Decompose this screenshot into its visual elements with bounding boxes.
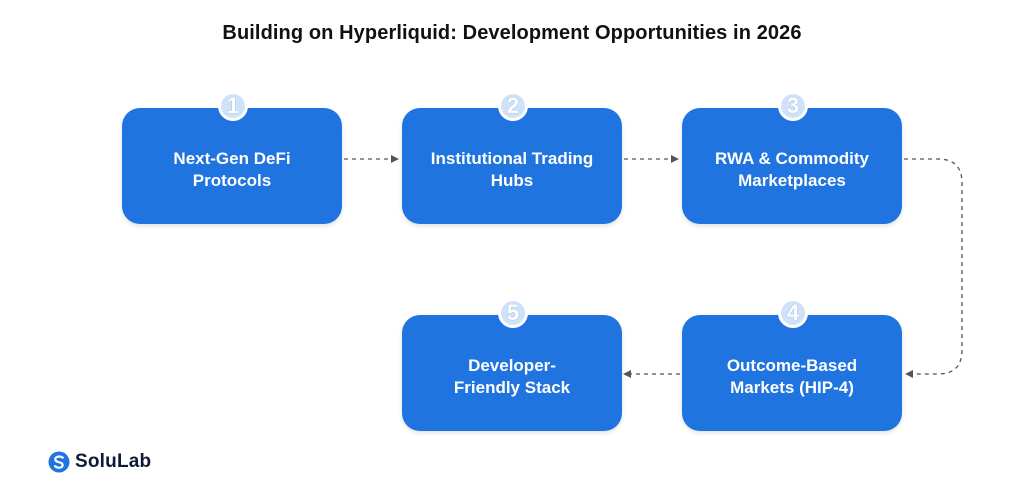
step-4-label: Outcome-Based Markets (HIP-4) [726, 356, 858, 397]
brand-name: SoluLab [75, 451, 152, 472]
brand-logo: SoluLab [48, 449, 151, 475]
step-4-box: 4 Outcome-Based Markets (HIP-4) [682, 298, 902, 431]
step-5-box: 5 Developer-Friendly Stack [402, 298, 622, 431]
step-2-label: Institutional Trading Hubs [430, 149, 594, 190]
step-4-number-badge: 4 [778, 298, 808, 328]
connector-3-to-4 [904, 158, 963, 378]
step-1-number-badge: 1 [218, 91, 248, 121]
step-2-number-badge: 2 [498, 91, 528, 121]
step-5-label: Developer-Friendly Stack [453, 356, 571, 397]
step-3-number-badge: 3 [778, 91, 808, 121]
step-1-box: 1 Next-Gen DeFi Protocols [122, 91, 342, 224]
step-2-box: 2 Institutional Trading Hubs [402, 91, 622, 224]
diagram-title: Building on Hyperliquid: Development Opp… [222, 22, 802, 44]
step-1-label: Next-Gen DeFi Protocols [173, 149, 291, 190]
step-5-number-badge: 5 [498, 298, 528, 328]
solulab-logo-icon [48, 451, 70, 473]
step-3-label: RWA & Commodity Marketplaces [715, 149, 869, 190]
step-3-box: 3 RWA & Commodity Marketplaces [682, 91, 902, 224]
